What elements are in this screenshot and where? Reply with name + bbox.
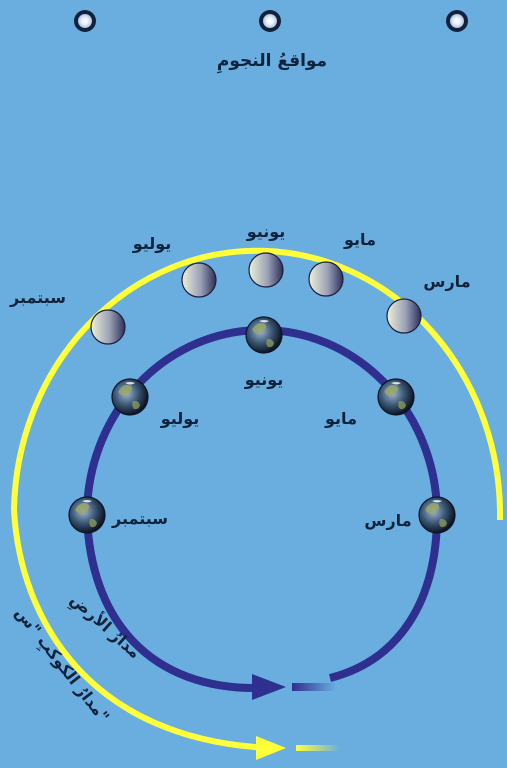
planet-month-label: مايو	[343, 230, 376, 249]
earth-month-label: يوليو	[160, 409, 200, 428]
star-icon	[446, 10, 468, 32]
star-icon	[259, 10, 281, 32]
planet-position-june	[248, 252, 284, 288]
earth-position-may	[377, 378, 415, 416]
stars-positions-label: مواقعُ النجومِ	[216, 51, 327, 74]
planet-orbit-arrow	[256, 736, 286, 760]
earth-orbit	[83, 326, 441, 516]
earth-orbit-right-lower	[329, 514, 441, 682]
planet-month-label: مارس	[423, 272, 470, 291]
planet-month-label: سبتمبر	[9, 288, 66, 307]
earth-orbit-fade	[292, 683, 336, 691]
earth-position-july	[111, 378, 149, 416]
planet-month-label: يوليو	[132, 234, 172, 253]
earth-month-label: مارس	[364, 511, 411, 530]
earth-month-label: مايو	[324, 409, 357, 428]
planet-orbit-lower	[11, 509, 271, 751]
planet-position-september	[90, 309, 126, 345]
earth-month-label: سبتمبر	[111, 509, 168, 528]
planet-position-march	[386, 298, 422, 334]
earth-orbit-lower	[83, 514, 261, 693]
earth-position-june	[245, 316, 283, 354]
star-icon	[74, 10, 96, 32]
planet-position-may	[308, 261, 344, 297]
planet-month-label: يونيو	[246, 222, 286, 241]
earth-position-march	[418, 496, 456, 534]
earth-position-september	[68, 496, 106, 534]
planet-position-july	[181, 262, 217, 298]
planet-orbit-fade	[296, 745, 340, 751]
earth-orbit-arrow	[252, 674, 286, 700]
earth-month-label: يونيو	[244, 370, 284, 389]
planet-orbit	[11, 247, 504, 521]
